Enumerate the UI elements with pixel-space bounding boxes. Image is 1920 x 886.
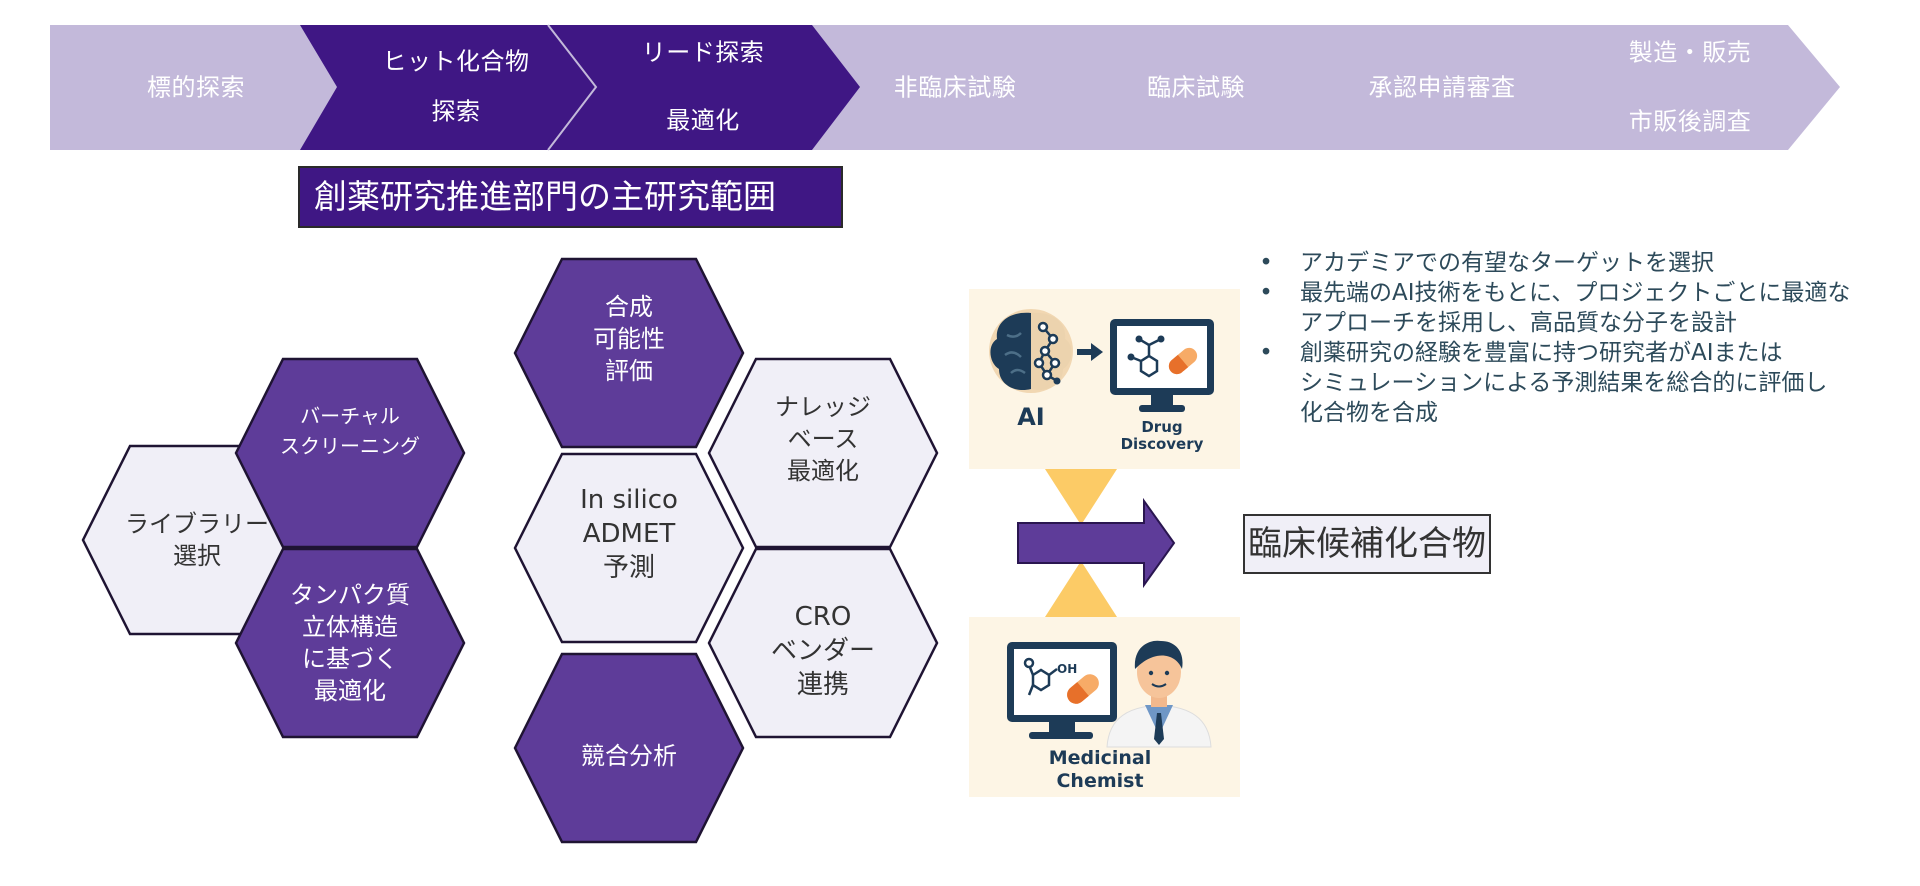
hexagon-label-line: CRO — [794, 602, 852, 632]
hexagon-label-line: 可能性 — [593, 325, 665, 353]
hexagon-label-line: ナレッジ — [775, 393, 871, 421]
bullet-item: • アカデミアでの有望なターゲットを選択 — [1256, 248, 1896, 278]
hexagon-virtual-screening — [234, 357, 466, 549]
stage-hit: ヒット化合物 — [383, 42, 530, 77]
hexagon-label-library: ライブラリー選択 — [125, 508, 269, 572]
bullet-marker: • — [1259, 280, 1273, 306]
oh-label: OH — [1057, 662, 1077, 676]
arrow-right-icon — [1017, 497, 1176, 589]
stage-target: 標的探索 — [147, 68, 245, 103]
hexagon-structure-based — [234, 547, 466, 739]
bullet-text: シミュレーションによる予測結果を総合的に評価し — [1300, 370, 1828, 396]
stage-clinical: 臨床試験 — [1147, 68, 1245, 103]
clinical-candidate-box: 臨床候補化合物 — [1243, 514, 1491, 574]
hexagon-label-line: 最適化 — [314, 677, 386, 705]
hexagon-label-line: 選択 — [173, 542, 221, 570]
hexagon-label-line: ベンダー — [770, 636, 876, 666]
stage-hit-chevron — [300, 25, 596, 150]
discovery-label: Discovery — [1121, 435, 1204, 453]
bullet-text: アプローチを採用し、高品質な分子を設計 — [1300, 310, 1737, 336]
stage-label: 臨床試験 — [1147, 73, 1245, 102]
bullet-item: • 創薬研究の経験を豊富に持つ研究者がAIまたは シミュレーションによる予測結果… — [1256, 338, 1896, 428]
process-bar — [50, 24, 1840, 151]
hexagon-label-cro: CRO ベンダー連携 — [771, 600, 875, 702]
chemist-label: Chemist — [1056, 770, 1143, 792]
hexagon-label-line: 予測 — [602, 553, 655, 583]
hexagon-label-line: ベース — [787, 425, 859, 453]
hexagon-label-synthesizability: 合成可能性評価 — [593, 291, 665, 387]
hexagon-label-competitive: 競合分析 — [581, 740, 677, 772]
monitor-icon — [1110, 319, 1214, 412]
stage-lead-chevron — [548, 25, 860, 150]
hexagon-knowledge — [707, 357, 939, 549]
hexagon-admet — [513, 452, 745, 644]
hexagon-label-knowledge: ナレッジベース最適化 — [775, 391, 871, 487]
hexagon-label-line: 連携 — [796, 670, 850, 700]
bullet-text: 創薬研究の経験を豊富に持つ研究者がAIまたは — [1300, 340, 1783, 366]
description-bullet-list: • アカデミアでの有望なターゲットを選択 • 最先端のAI技術をもとに、プロジェ… — [1256, 248, 1896, 428]
bullet-text: 化合物を合成 — [1300, 400, 1438, 426]
arrow-right-icon — [1077, 343, 1103, 361]
medicinal-chemist-illustration: OH Medicinal Chemist — [969, 617, 1240, 797]
hexagon-cro — [707, 547, 939, 739]
medicinal-label: Medicinal — [1049, 747, 1152, 769]
hexagon-label-line: 立体構造 — [302, 613, 398, 641]
hexagon-label-line: 合成 — [605, 293, 653, 321]
bullet-marker: • — [1259, 340, 1273, 366]
hexagon-competitive — [513, 652, 745, 844]
hexagon-label-line: バーチャル — [300, 404, 400, 428]
hexagon-label-line: に基づく — [302, 645, 398, 673]
hexagon-label-virtual-screening: バーチャルスクリーニング — [280, 401, 420, 461]
bullet-item: • 最先端のAI技術をもとに、プロジェクトごとに最適な アプローチを採用し、高品… — [1256, 278, 1896, 338]
ai-illustration-graphic: AI Drug Discovery — [989, 309, 1214, 453]
ai-drug-discovery-illustration: AI Drug Discovery — [969, 289, 1240, 469]
drug-label: Drug — [1141, 418, 1182, 436]
stage-label: 標的探索 — [147, 73, 245, 102]
ai-label: AI — [1017, 403, 1045, 431]
hexagon-label-structure-based: タンパク質立体構造に基づく最適化 — [290, 579, 410, 707]
stage-label: リード探索 — [641, 38, 765, 67]
stage-manufacturing: 製造・販売 — [1629, 33, 1752, 68]
stage-nonclinical: 非臨床試験 — [894, 68, 1017, 103]
hexagon-label-line: 競合分析 — [581, 742, 677, 770]
hexagon-label-line: In silico — [580, 485, 678, 515]
triangle-down-icon — [1045, 469, 1117, 525]
bullet-marker: • — [1259, 250, 1273, 276]
bullet-text: アカデミアでの有望なターゲットを選択 — [1300, 250, 1714, 276]
stage-approval: 承認申請審査 — [1369, 68, 1516, 103]
stage-label: ヒット化合物 — [382, 47, 530, 76]
stage-label: 製造・販売 — [1628, 38, 1752, 67]
stage-hit-line2: 探索 — [432, 92, 481, 127]
chemist-illustration-graphic: OH Medicinal Chemist — [1007, 640, 1212, 792]
convergence-graphic — [1017, 469, 1176, 617]
chevron-divider — [547, 24, 598, 151]
chemist-avatar-icon — [1106, 640, 1212, 748]
hexagon-label-line: タンパク質 — [290, 581, 410, 609]
brain-icon — [989, 309, 1073, 393]
pill-icon — [1168, 347, 1198, 375]
stage-label: 最適化 — [666, 106, 740, 135]
bullet-text: 最先端のAI技術をもとに、プロジェクトごとに最適な — [1300, 280, 1851, 306]
stage-label: 承認申請審査 — [1368, 73, 1516, 102]
stage-postmarket: 市販後調査 — [1629, 102, 1752, 137]
hexagon-label-line: スクリーニング — [280, 434, 420, 458]
hexagon-synthesizability — [513, 257, 745, 449]
hexagon-label-line: ADMET — [582, 519, 676, 549]
hexagon-label-line: 評価 — [605, 357, 653, 385]
stage-lead-line2: 最適化 — [666, 101, 740, 136]
triangle-up-icon — [1045, 561, 1117, 617]
stage-label: 探索 — [431, 97, 481, 126]
stage-lead: リード探索 — [642, 33, 765, 68]
scope-title: 創薬研究推進部門の主研究範囲 — [298, 166, 843, 228]
hexagon-label-line: ライブラリー — [125, 510, 269, 538]
pill-icon — [1067, 674, 1099, 704]
monitor-icon: OH — [1007, 642, 1117, 739]
stage-label: 非臨床試験 — [893, 73, 1017, 102]
hex-grid — [81, 257, 939, 844]
stage-label: 市販後調査 — [1628, 107, 1752, 136]
hexagon-label-line: 最適化 — [787, 457, 859, 485]
